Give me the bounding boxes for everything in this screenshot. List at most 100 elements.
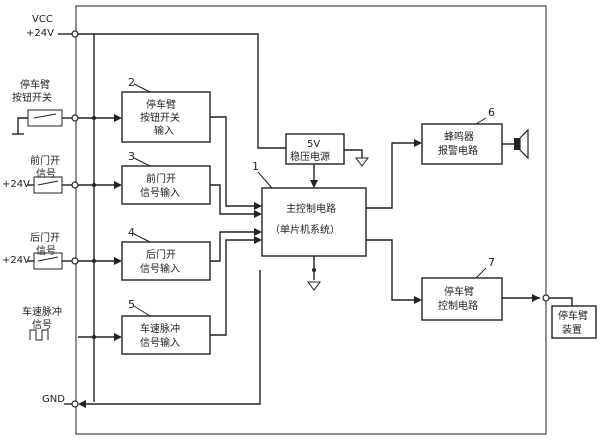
block-5-label-2: 信号输入 (140, 336, 180, 349)
pulse-waveform-icon (29, 329, 49, 341)
psu-ground-icon (355, 157, 369, 167)
main-to-ctrl-arrow (414, 296, 422, 304)
block-rear-door-input (121, 241, 211, 281)
gnd-terminal (71, 400, 79, 408)
buzzer-leader (475, 117, 487, 125)
speed-pulse-junction (92, 335, 96, 339)
block-brake-arm-control (421, 277, 503, 321)
block-4-label-1: 后门开 (146, 248, 176, 261)
block-2-leader (133, 83, 151, 93)
front-door-switch-contact (37, 180, 59, 186)
psu-label-1: 5V (307, 139, 320, 150)
speed-pulse-label-1: 车速脉冲 (22, 305, 62, 318)
block-2-label-2: 按钮开关 (140, 111, 180, 124)
front-door-voltage: +24V (2, 179, 30, 190)
block-buzzer-alarm (421, 123, 503, 165)
main-to-buzzer-wire (366, 142, 414, 209)
speaker-icon (514, 138, 520, 150)
block-front-door-input (121, 165, 211, 205)
vcc-label: VCC (32, 14, 53, 25)
brake-switch-label-2: 按钮开关 (12, 91, 52, 104)
gnd-label: GND (42, 394, 65, 405)
psu-label-2: 稳压电源 (290, 150, 330, 163)
front-door-terminal (71, 181, 79, 189)
main-ground-icon (307, 281, 321, 291)
brake-switch-arrow (114, 114, 122, 122)
buzzer-label-2: 报警电路 (438, 144, 478, 157)
vcc-voltage-label: +24V (26, 28, 54, 39)
main-to-ctrl-wire (366, 239, 414, 301)
block-4-label-2: 信号输入 (140, 262, 180, 275)
brake-switch-junction (92, 116, 96, 120)
rear-door-switch-contact (37, 256, 59, 262)
block-5v-power-supply (285, 133, 345, 165)
block-5-to-main-wire (210, 239, 254, 336)
block-2-to-main-wire (210, 116, 254, 207)
main-ground-junction (312, 268, 316, 272)
block-main-controller (261, 187, 367, 257)
block-2-number: 2 (128, 76, 135, 89)
block-3-number: 3 (128, 150, 135, 163)
gnd-arrow (78, 400, 86, 408)
front-door-label-1: 前门开 (30, 154, 60, 167)
device-label-2: 装置 (562, 323, 582, 336)
device-label-1: 停车臂 (558, 309, 588, 322)
brake-switch-label-1: 停车臂 (20, 78, 50, 91)
gnd-return-wire (86, 270, 261, 405)
block-3-to-main-wire (210, 184, 254, 215)
rear-door-junction (92, 259, 96, 263)
ctrl-output-terminal (542, 294, 550, 302)
ctrl-output-arrow (532, 294, 540, 302)
block-3-label-1: 前门开 (146, 172, 176, 185)
buzzer-label-1: 蜂鸣器 (444, 130, 474, 143)
rear-door-terminal (71, 257, 79, 265)
brake-switch-icon (27, 109, 63, 127)
block-4-leader (133, 233, 151, 243)
block-4-number: 4 (128, 226, 135, 239)
main-label-1: 主控制电路 (286, 202, 336, 215)
block-3-label-2: 信号输入 (140, 186, 180, 199)
buzzer-number: 6 (488, 106, 495, 119)
block-3-leader (133, 157, 151, 167)
main-label-2: （单片机系统） (270, 223, 340, 236)
block-4-to-main-wire (210, 231, 254, 262)
rear-door-label-2: 信号 (36, 245, 56, 257)
block-5-label-1: 车速脉冲 (140, 322, 180, 335)
vcc-to-psu-wire (78, 33, 286, 149)
outer-frame (75, 5, 547, 435)
front-door-label-2: 信号 (36, 168, 56, 180)
main-leader (257, 171, 273, 189)
block-4-to-main-arrow (254, 228, 262, 236)
block-2-label-3: 输入 (154, 124, 174, 137)
block-5-number: 5 (128, 298, 135, 311)
brake-switch-terminal (71, 114, 79, 122)
front-door-arrow (114, 181, 122, 189)
psu-to-main-arrow (310, 180, 318, 188)
speed-pulse-label-2: 信号 (32, 319, 52, 331)
block-5-to-main-arrow (254, 236, 262, 244)
block-2-label-1: 停车臂 (146, 98, 176, 111)
block-2-to-main-arrow (254, 202, 262, 210)
psu-ground-wire (344, 149, 363, 158)
vcc-terminal (71, 30, 79, 38)
block-brake-switch-input (121, 91, 211, 143)
ctrl-to-device-wire (549, 297, 573, 306)
brake-switch-contact (33, 113, 57, 119)
speaker-cone-icon (519, 128, 529, 160)
ctrl-label-2: 控制电路 (438, 299, 478, 312)
block-5-leader (133, 305, 151, 317)
main-to-buzzer-arrow (414, 139, 422, 147)
speed-pulse-arrow (114, 333, 122, 341)
rear-door-label-1: 后门开 (30, 231, 60, 244)
main-number: 1 (252, 160, 259, 173)
rear-door-voltage: +24V (2, 255, 30, 266)
ctrl-label-1: 停车臂 (444, 285, 474, 298)
front-door-junction (92, 183, 96, 187)
block-brake-arm-device (551, 305, 597, 339)
ctrl-leader (475, 267, 487, 279)
block-3-to-main-arrow (254, 210, 262, 218)
ctrl-number: 7 (488, 256, 495, 269)
brake-switch-ground-wire (17, 117, 28, 134)
rear-door-arrow (114, 257, 122, 265)
